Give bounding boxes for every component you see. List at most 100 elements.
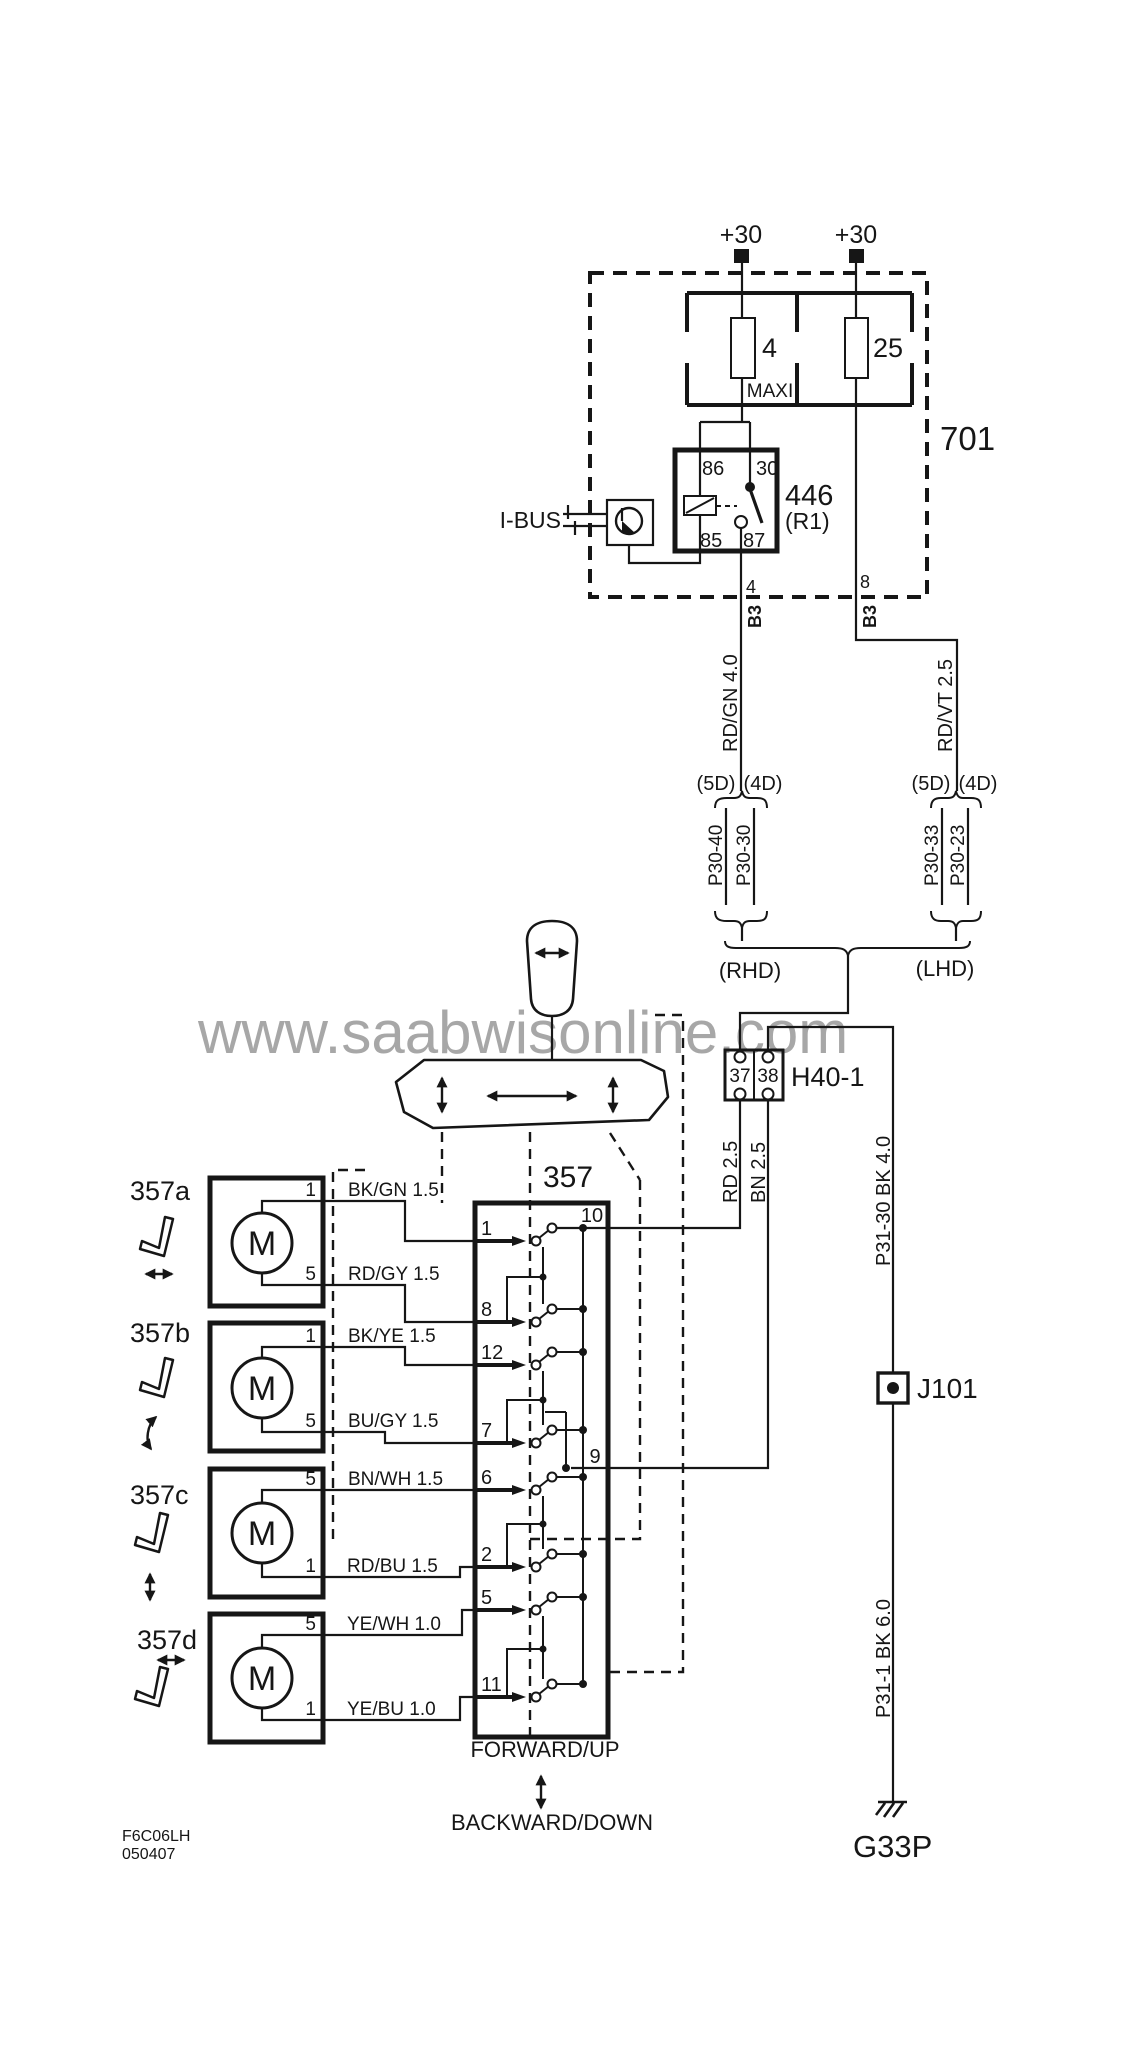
variant-connectors-left: (5D) (4D) P30-40 P30-30 (RHD): [697, 773, 783, 983]
motor-357d: 357d M 5 1: [133, 1611, 326, 1745]
relay-pivot-contact: [745, 482, 755, 492]
wire-rdbu-path: [323, 1565, 477, 1579]
b3-left-label: B3: [745, 605, 765, 628]
relay-446: 86 30 85 87 446 (R1): [672, 447, 833, 554]
wire-p311-label: P31-1 BK 6.0: [873, 1599, 895, 1718]
pin-5-label: 5: [481, 1587, 492, 1609]
motor-357d-label: 357d: [137, 1625, 197, 1655]
b3-right-label: B3: [860, 605, 880, 628]
ibus-gateway: I-BUS: [500, 498, 702, 565]
fuse-holder-frame: [685, 291, 914, 407]
h40-rd-wire: [557, 1100, 742, 1230]
forward-up-label: FORWARD/UP: [470, 1737, 619, 1762]
right-conn-b-label: P30-23: [948, 825, 969, 886]
h40-id-label: H40-1: [791, 1062, 865, 1092]
left-connector-pins: [724, 808, 756, 905]
motor-357b-pin-top: 1: [305, 1326, 316, 1347]
motor-357a-leads: [260, 1199, 323, 1287]
switch-357-block: 357 1 8 12 7 6 2 5 11 10 9: [451, 1161, 653, 1835]
seat-icon-cushion-slide: [133, 1665, 170, 1708]
right-bottom-brace: [930, 910, 982, 929]
seat-wires: BK/GN 1.5 RD/GY 1.5 BK/YE 1.5 BU/GY 1.5 …: [323, 1180, 477, 1722]
h40-pin37-bottom: [733, 1087, 747, 1101]
seat-icon-backrest: [138, 1356, 175, 1399]
ground-symbol: [874, 1800, 907, 1818]
wire-rdgn-label: RD/GN 4.0: [720, 654, 742, 752]
left-4d-label: (4D): [744, 773, 783, 795]
left-conn-a-label: P30-40: [706, 825, 727, 886]
h40-pin38-label: 38: [757, 1066, 778, 1087]
j101-label: J101: [917, 1373, 978, 1404]
b3-right-pin: 8: [860, 572, 870, 592]
motor-357b-m: M: [248, 1370, 276, 1408]
ground-chain: P31-30 BK 4.0 J101 P31-1 BK 6.0 G33P: [766, 1025, 978, 1864]
motor-357a-pin-bottom: 5: [305, 1264, 316, 1285]
b3-left-pin: 4: [746, 577, 756, 597]
h40-bn-wire: [571, 1100, 770, 1470]
motor-357a: 357a M 1 5: [130, 1175, 326, 1309]
leader-dash-diagonal: [608, 1132, 642, 1181]
motor-357c-m: M: [248, 1515, 276, 1553]
switch-panel-shape: [394, 1058, 670, 1130]
pin-stubs: [477, 1239, 512, 1699]
left-conn-b-label: P30-30: [734, 825, 755, 886]
pin-7-label: 7: [481, 1420, 492, 1442]
bulkhead-b3: 4 B3 8 B3 RD/GN 4.0 RD/VT 2.5: [720, 551, 957, 791]
fuse-25-element: [844, 317, 869, 379]
lhd-label: (LHD): [916, 956, 975, 981]
right-top-brace: [930, 790, 982, 809]
wire-yebu-path: [323, 1695, 477, 1722]
pin-1-label: 1: [481, 1218, 492, 1240]
wire-bugy-label: BU/GY 1.5: [348, 1411, 438, 1432]
gateway-node-icon: [614, 506, 644, 536]
motor-357b: 357b M 1 5: [130, 1318, 326, 1454]
rhd-label: (RHD): [719, 958, 781, 983]
motor-357c-body: [207, 1466, 326, 1600]
motor-357d-pin-top: 5: [305, 1614, 316, 1635]
right-4d-label: (4D): [959, 773, 998, 795]
motor-357a-label: 357a: [130, 1176, 191, 1206]
relay-body: [672, 447, 780, 554]
fuse-maxi-label: MAXI: [747, 381, 793, 402]
pin-8-label: 8: [481, 1299, 492, 1321]
fuse-4-element: [730, 317, 756, 379]
wire-bkgn-path: [323, 1199, 477, 1243]
motor-357b-label: 357b: [130, 1318, 190, 1348]
pin-2-label: 2: [481, 1544, 492, 1566]
footer-drawing-code: F6C06LH: [122, 1828, 190, 1845]
relay-pin85-label: 85: [700, 530, 722, 552]
seat-icon-height: [133, 1511, 170, 1554]
switch-knob-shape: [525, 919, 579, 1018]
motor-357c-leads: [260, 1488, 323, 1579]
motor-357c-pin-bottom: 1: [305, 1556, 316, 1577]
h40-pin37-label: 37: [729, 1066, 750, 1087]
seat-switch-graphic: [394, 919, 670, 1130]
motor-357a-pin-top: 1: [305, 1180, 316, 1201]
watermark-text: www.saabwisonline.com: [197, 999, 848, 1066]
motor-357b-pin-bottom: 5: [305, 1411, 316, 1432]
variant-connectors-right: (5D) (4D) P30-33 P30-23 (LHD): [912, 773, 998, 981]
gateway-node-wedge: [622, 521, 635, 533]
wire-yewh-label: YE/WH 1.0: [347, 1614, 441, 1635]
footer: F6C06LH 050407: [122, 1828, 190, 1863]
motor-357d-leads: [260, 1633, 323, 1722]
motor-357a-body: [207, 1175, 326, 1309]
j101-joint-dot: [887, 1382, 899, 1394]
merge-brace: [724, 940, 971, 957]
dashed-boundaries: [331, 1013, 685, 1737]
wire-bkye-label: BK/YE 1.5: [348, 1326, 436, 1347]
plus30-left-terminal: [734, 249, 749, 263]
motor-357a-m: M: [248, 1225, 276, 1263]
gateway-to-relay-wire: [627, 545, 702, 565]
h40-1-connector: 37 38 H40-1 RD 2.5 BN 2.5: [557, 1048, 865, 1470]
right-5d-label: (5D): [912, 773, 951, 795]
right-connector-pins: [940, 808, 970, 905]
footer-drawing-date: 050407: [122, 1846, 175, 1863]
relay-coil-diagonal: [685, 497, 715, 514]
wire-bnwh-label: BN/WH 1.5: [348, 1469, 443, 1490]
plus30-left-label: +30: [720, 221, 762, 249]
ibus-bus-lines: [563, 505, 607, 535]
wire-bkgn-label: BK/GN 1.5: [348, 1180, 439, 1201]
switch-357-body: [472, 1200, 611, 1740]
